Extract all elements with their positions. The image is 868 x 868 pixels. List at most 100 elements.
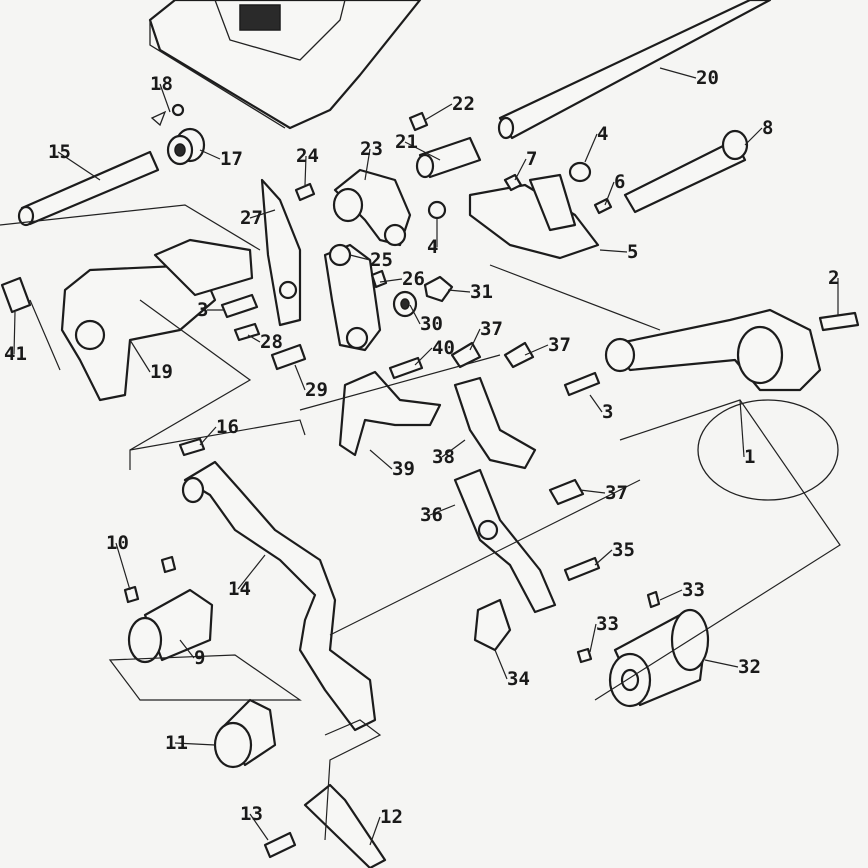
leader-line (704, 659, 739, 668)
leader-line (304, 155, 307, 186)
leader-line (514, 158, 527, 181)
part-label-9: 9 (194, 647, 205, 669)
part-label-3: 3 (197, 299, 208, 321)
leader-line (249, 813, 269, 841)
small-screws (123, 173, 860, 859)
part-label-39: 39 (392, 458, 415, 480)
collar-11 (213, 698, 277, 769)
outline-1 (697, 399, 839, 501)
leader-line (379, 278, 403, 283)
machine-base (148, 0, 422, 130)
part-label-20: 20 (696, 67, 719, 89)
leader-line (584, 133, 598, 163)
leader-line (237, 554, 266, 590)
screw-18 (150, 103, 185, 127)
leader-line (424, 103, 453, 121)
leader-line (349, 254, 371, 261)
part-label-31: 31 (470, 281, 493, 303)
leader-line (57, 151, 101, 181)
leader-line (739, 399, 745, 458)
leader-line (579, 489, 606, 494)
part-label-13: 13 (240, 803, 263, 825)
part-label-41: 41 (4, 343, 27, 365)
part-label-7: 7 (526, 148, 537, 170)
leader-line (659, 589, 683, 601)
part-label-37: 37 (605, 482, 628, 504)
part-label-25: 25 (370, 249, 393, 271)
leader-line (247, 334, 261, 343)
part-label-12: 12 (380, 806, 403, 828)
leader-line (249, 209, 276, 219)
part-label-37: 37 (548, 334, 571, 356)
part-label-11: 11 (165, 732, 188, 754)
part-label-4: 4 (597, 123, 608, 145)
part-label-16: 16 (216, 416, 239, 438)
shaft-8 (623, 129, 749, 214)
part-label-33: 33 (682, 579, 705, 601)
part-label-8: 8 (762, 117, 773, 139)
nut-31 (423, 275, 454, 303)
leader-line (199, 149, 221, 160)
leader-line (199, 426, 217, 446)
washer-30 (392, 290, 418, 318)
leader-line (159, 83, 171, 113)
collar-17 (166, 127, 206, 166)
nut-4a (568, 161, 592, 183)
rod-12 (303, 783, 387, 868)
leader-line (404, 141, 441, 161)
leader-line (429, 504, 456, 516)
leader-line (414, 347, 433, 366)
leader-line (589, 623, 597, 653)
part-label-1: 1 (744, 446, 755, 468)
part-label-4: 4 (427, 236, 438, 258)
leader-line (179, 639, 195, 659)
part-label-23: 23 (360, 138, 383, 160)
lever-38 (453, 376, 537, 470)
leader-line (369, 816, 381, 846)
part-label-30: 30 (420, 313, 443, 335)
shaft-20 (497, 0, 772, 140)
part-label-22: 22 (452, 93, 475, 115)
leader-line (659, 67, 697, 79)
part-label-26: 26 (402, 268, 425, 290)
cam-5 (468, 173, 600, 260)
part-label-38: 38 (432, 446, 455, 468)
leader-line (599, 249, 628, 253)
bushing-9 (127, 588, 214, 664)
part-label-40: 40 (432, 337, 455, 359)
part-label-14: 14 (228, 578, 251, 600)
part-label-17: 17 (220, 148, 243, 170)
frame-19 (60, 238, 254, 402)
leader-line (594, 549, 613, 566)
leader-line (115, 542, 131, 591)
leader-line (129, 339, 151, 373)
leader-line (469, 328, 481, 351)
part-label-6: 6 (614, 171, 625, 193)
arm-23 (332, 168, 412, 247)
plate-27 (260, 178, 302, 327)
part-label-18: 18 (150, 73, 173, 95)
part-label-10: 10 (106, 532, 129, 554)
leader-line (524, 344, 549, 356)
rod-15 (17, 150, 160, 227)
part-label-15: 15 (48, 141, 71, 163)
lever-39 (338, 370, 442, 457)
block-34 (473, 598, 512, 652)
part-label-5: 5 (627, 241, 638, 263)
bushing-21 (415, 136, 482, 179)
leader-line (744, 127, 763, 146)
arm-2 (604, 308, 822, 392)
part-label-36: 36 (420, 504, 443, 526)
part-label-37: 37 (480, 318, 503, 340)
pulley-32 (608, 608, 710, 708)
part-label-21: 21 (395, 131, 418, 153)
lever-36 (453, 468, 557, 614)
part-label-35: 35 (612, 539, 635, 561)
leader-line (447, 289, 471, 293)
leader-line (409, 304, 421, 325)
part-label-3: 3 (602, 401, 613, 423)
part-label-24: 24 (296, 145, 319, 167)
